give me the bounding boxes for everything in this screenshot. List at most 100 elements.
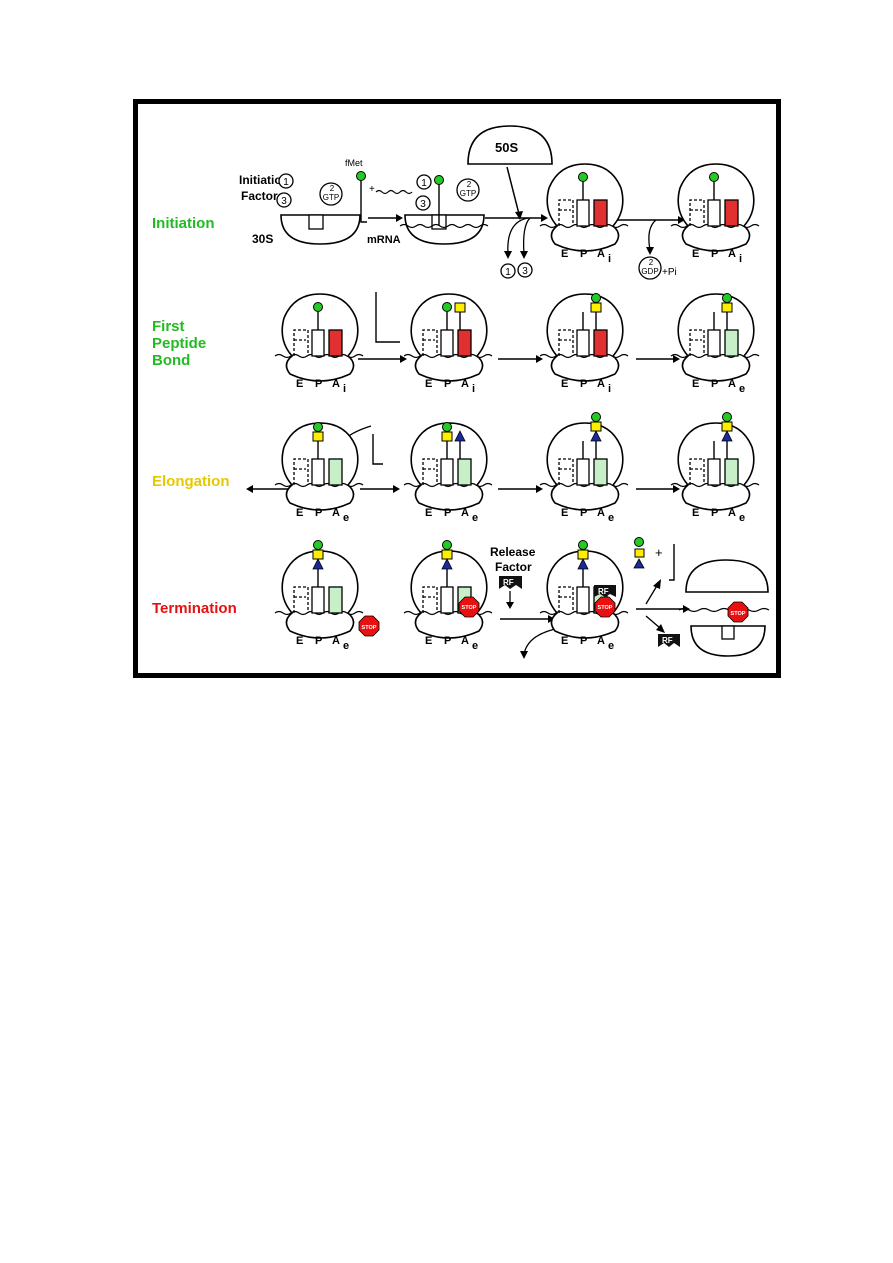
label-mrna: mRNA bbox=[367, 234, 401, 246]
site-label-a: A bbox=[461, 378, 469, 390]
e-site bbox=[558, 329, 574, 356]
site-label-sub: e bbox=[608, 640, 614, 652]
amino-acid-blue bbox=[312, 558, 324, 570]
amino-acid-yellow bbox=[441, 431, 453, 442]
amino-acid-fmet bbox=[442, 302, 452, 312]
a-site bbox=[724, 199, 739, 227]
site-label-e: E bbox=[425, 378, 432, 390]
amino-acid-fmet bbox=[722, 293, 732, 303]
site-label-sub: e bbox=[472, 640, 478, 652]
svg-text:1: 1 bbox=[421, 178, 427, 189]
a-site bbox=[328, 586, 343, 614]
row-title-elongation: Elongation bbox=[152, 473, 230, 490]
site-label-e: E bbox=[425, 635, 432, 647]
site-label-a: A bbox=[728, 248, 736, 260]
site-label-p: P bbox=[711, 248, 718, 260]
mrna bbox=[670, 353, 760, 359]
site-label-a: A bbox=[461, 507, 469, 519]
svg-text:3: 3 bbox=[281, 196, 287, 207]
site-label-p: P bbox=[580, 378, 587, 390]
complex-if1: 1 bbox=[416, 174, 432, 190]
row-title-first: First bbox=[152, 318, 185, 335]
initiation-factors-label-2: Factors bbox=[241, 189, 285, 203]
a-site bbox=[457, 458, 472, 486]
p-site bbox=[707, 329, 721, 357]
arrows-termination-row bbox=[500, 579, 690, 659]
gtp-circle-1: 2 GTP bbox=[319, 182, 343, 206]
site-label-sub: e bbox=[608, 512, 614, 524]
bound-release-factor bbox=[594, 585, 616, 597]
diagram-frame: Initiation First Peptide Bond Elongation… bbox=[133, 99, 781, 678]
site-label-p: P bbox=[444, 507, 451, 519]
mrna bbox=[670, 482, 760, 488]
amino-acid-fmet bbox=[578, 172, 588, 182]
amino-acid-blue bbox=[454, 430, 466, 442]
mrna bbox=[274, 353, 364, 359]
amino-acid-blue bbox=[577, 558, 589, 570]
p-site bbox=[576, 458, 590, 486]
if1-circle: 1 bbox=[278, 173, 294, 189]
site-label-a: A bbox=[332, 507, 340, 519]
p-site bbox=[311, 329, 325, 357]
site-label-p: P bbox=[580, 507, 587, 519]
a-site bbox=[593, 329, 608, 357]
site-label-e: E bbox=[296, 635, 303, 647]
site-label-sub: i bbox=[608, 383, 611, 395]
site-label-p: P bbox=[580, 248, 587, 260]
svg-text:GTP: GTP bbox=[460, 189, 476, 198]
row-title-bond: Bond bbox=[152, 352, 190, 369]
dissociated-mrna bbox=[678, 607, 770, 613]
mrna bbox=[539, 482, 629, 488]
bound-release-factor-text: RF bbox=[598, 587, 609, 596]
e-site bbox=[558, 199, 574, 226]
mrna bbox=[670, 223, 760, 229]
site-label-e: E bbox=[561, 635, 568, 647]
translation-diagram: Initiation First Peptide Bond Elongation… bbox=[152, 125, 770, 659]
amino-acid-fmet bbox=[722, 412, 732, 422]
site-label-e: E bbox=[561, 378, 568, 390]
fmet-trna bbox=[360, 180, 367, 223]
e-site bbox=[689, 199, 705, 226]
amino-acid-blue bbox=[590, 430, 602, 442]
site-label-e: E bbox=[296, 507, 303, 519]
amino-acid-blue bbox=[441, 558, 453, 570]
p-site bbox=[440, 458, 454, 486]
site-label-p: P bbox=[711, 507, 718, 519]
mrna bbox=[403, 353, 493, 359]
site-label-a: A bbox=[597, 248, 605, 260]
large-subunit-50s bbox=[467, 125, 553, 165]
small-subunit-notch bbox=[308, 214, 324, 230]
site-label-sub: e bbox=[343, 640, 349, 652]
site-label-sub: e bbox=[472, 512, 478, 524]
site-label-sub: i bbox=[739, 253, 742, 265]
dissociated-stop-sign: STOP bbox=[727, 601, 749, 623]
site-label-sub: e bbox=[739, 512, 745, 524]
p-site bbox=[576, 586, 590, 614]
e-site bbox=[689, 329, 705, 356]
site-label-a: A bbox=[332, 378, 340, 390]
site-label-sub: i bbox=[343, 383, 346, 395]
e-site bbox=[689, 458, 705, 485]
amino-acid-fmet bbox=[442, 422, 452, 432]
site-label-e: E bbox=[692, 378, 699, 390]
e-site bbox=[293, 586, 309, 613]
mrna bbox=[539, 353, 629, 359]
dissociated-small-subunit bbox=[690, 625, 766, 657]
fmet-amino-acid bbox=[356, 171, 366, 181]
mrna bbox=[274, 482, 364, 488]
if3-circle: 3 bbox=[276, 192, 292, 208]
site-label-a: A bbox=[461, 635, 469, 647]
mrna bbox=[403, 482, 493, 488]
p-site bbox=[576, 199, 590, 227]
amino-acid-fmet bbox=[591, 293, 601, 303]
p-site bbox=[576, 329, 590, 357]
svg-text:1: 1 bbox=[283, 177, 289, 188]
complex-gtp: 2 GTP bbox=[456, 178, 480, 202]
a-site bbox=[328, 458, 343, 486]
p-site bbox=[707, 199, 721, 227]
site-label-sub: e bbox=[739, 383, 745, 395]
site-label-sub: e bbox=[343, 512, 349, 524]
